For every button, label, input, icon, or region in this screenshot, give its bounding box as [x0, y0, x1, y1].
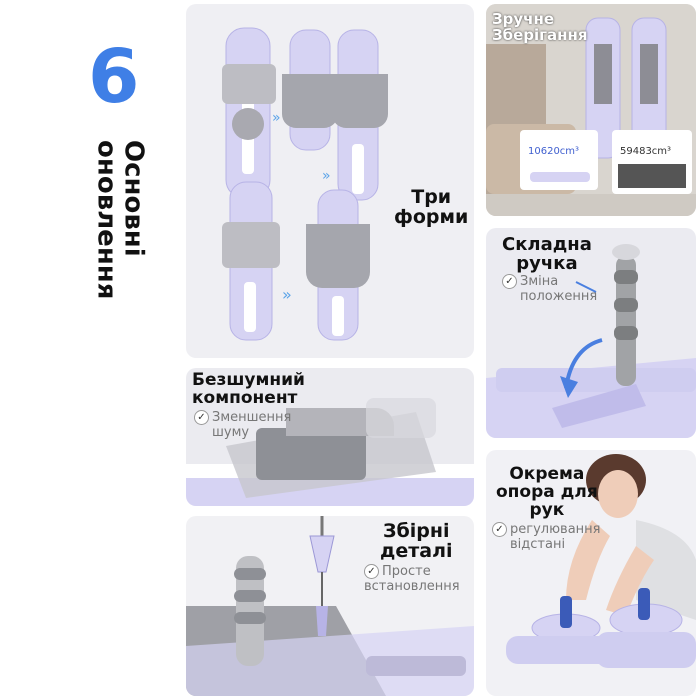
- folding-handle-subtitle: ✓Зміна положення: [502, 274, 597, 305]
- hand-support-sub-line2: відстані: [510, 536, 566, 552]
- silent-title-line1: Безшумний: [192, 370, 305, 390]
- folding-handle-title-line1: Складна: [502, 234, 592, 255]
- check-circle-icon: ✓: [492, 522, 507, 537]
- silent-subtitle: ✓Зменшення шуму: [194, 410, 291, 441]
- hand-support-title-line1: Окрема: [509, 464, 585, 484]
- panel-hand-support: Окрема опора для рук ✓регулювання відста…: [486, 450, 696, 696]
- hand-support-title: Окрема опора для рук: [496, 464, 598, 520]
- folding-handle-sub-line1: Зміна: [520, 274, 559, 289]
- panel-assembled-parts: Збірні деталі ✓Просте встановлення: [186, 516, 474, 696]
- upgrade-title-line1: Основні: [118, 140, 149, 257]
- panel-three-forms: » » » Три форми: [186, 4, 474, 358]
- svg-text:»: »: [282, 285, 292, 304]
- silent-title-line2: компонент: [192, 387, 298, 408]
- parts-sub-line2: встановлення: [364, 578, 460, 594]
- silent-sub-line2: шуму: [212, 424, 250, 440]
- folding-handle-title-line2: ручка: [516, 252, 578, 274]
- three-forms-title-line1: Три: [411, 186, 452, 208]
- panel-storage: Зручне Зберігання 10620cm³ 59483cm³: [486, 4, 696, 216]
- silent-title: Безшумний компонент: [192, 370, 305, 408]
- folding-handle-sub-line2: положення: [520, 288, 598, 304]
- parts-title-line1: Збірні: [382, 520, 450, 542]
- panel-silent-component: Безшумний компонент ✓Зменшення шуму: [186, 368, 474, 506]
- hand-support-sub-line1: регулювання: [510, 522, 601, 537]
- storage-title: Зручне Зберігання: [492, 10, 588, 44]
- folding-handle-title: Складна ручка: [502, 234, 592, 274]
- upgrade-title-line2: оновлення: [91, 140, 122, 300]
- parts-title-line2: деталі: [380, 539, 453, 562]
- upgrade-title: Основні оновлення: [91, 140, 149, 300]
- check-circle-icon: ✓: [194, 410, 209, 425]
- svg-text:»: »: [322, 168, 331, 184]
- three-forms-illustration: » » »: [222, 27, 388, 341]
- folding-handle-illustration: [486, 244, 696, 438]
- storage-illustration: [486, 4, 696, 216]
- hand-support-title-line2: опора для: [496, 481, 598, 502]
- parts-subtitle: ✓Просте встановлення: [364, 564, 460, 595]
- check-circle-icon: ✓: [502, 274, 517, 289]
- storage-title-line2: Зберігання: [492, 25, 588, 44]
- check-circle-icon: ✓: [364, 564, 379, 579]
- svg-text:»: »: [272, 110, 281, 126]
- hand-support-title-line3: рук: [529, 499, 565, 520]
- three-forms-title-line2: форми: [394, 205, 469, 228]
- storage-size-a: 10620cm³: [528, 146, 580, 157]
- silent-component-illustration: [186, 398, 474, 506]
- hand-support-subtitle: ✓регулювання відстані: [492, 522, 600, 553]
- panel-folding-handle: Складна ручка ✓Зміна положення: [486, 228, 696, 438]
- storage-size-b: 59483cm³: [620, 146, 672, 157]
- parts-sub-line1: Просте: [382, 564, 431, 579]
- assembled-parts-illustration: [186, 516, 474, 696]
- upgrade-count: 6: [88, 34, 140, 120]
- storage-title-line1: Зручне: [492, 10, 555, 28]
- hand-support-illustration: [506, 454, 696, 668]
- silent-sub-line1: Зменшення: [212, 410, 292, 425]
- three-forms-title: Три форми: [394, 186, 469, 228]
- parts-title: Збірні деталі: [380, 520, 453, 562]
